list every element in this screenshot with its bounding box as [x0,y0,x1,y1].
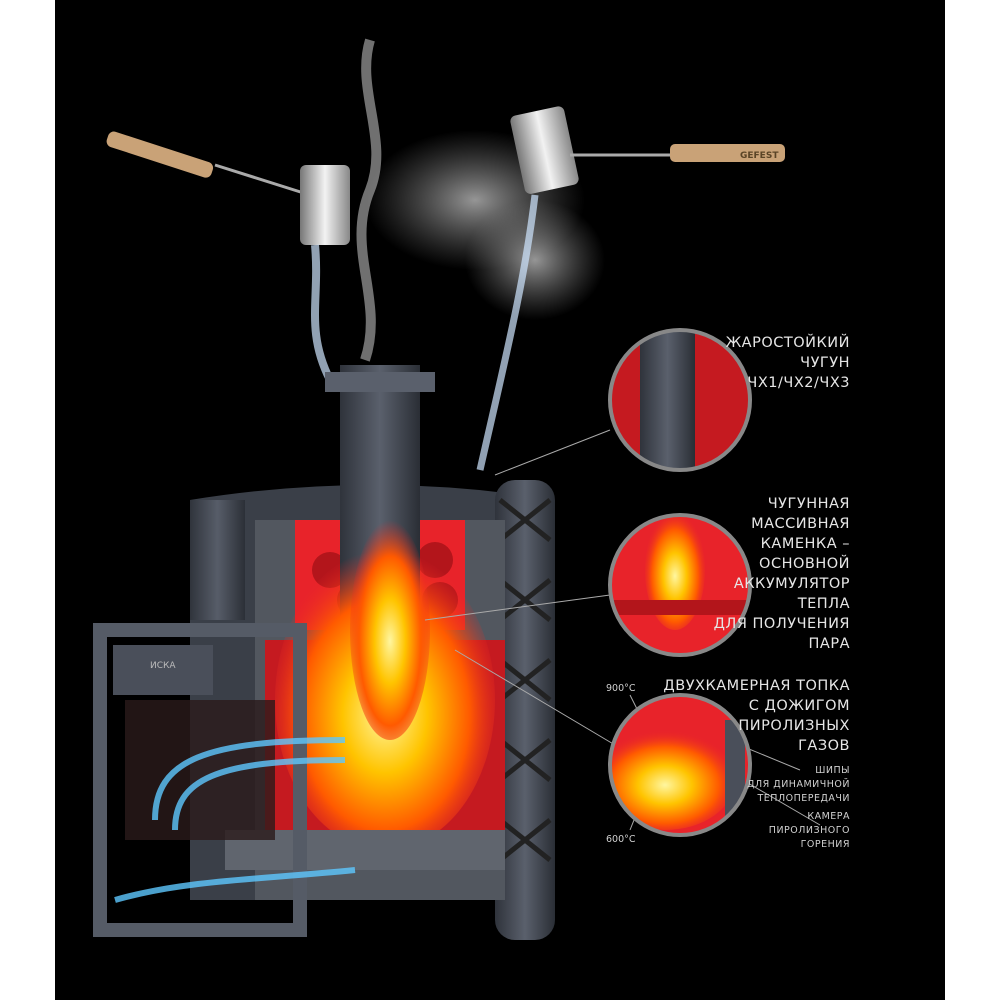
callout-line: для динамичной [747,779,850,790]
callout-stone-chamber: Чугунная массивная каменка – основной ак… [714,494,850,654]
callout-line: пара [808,636,850,652]
callout-line: Двухкамерная топка [663,678,850,694]
subcallout-spikes: Шипы для динамичной теплопередачи [747,764,850,806]
detail-circle-firebox [608,693,752,837]
callout-line: Шипы [815,765,850,776]
callout-line: пиролизного [768,825,850,836]
stove-door: ИСКА [93,623,356,937]
subcallout-pyrolysis-chamber: Камера пиролизного горения [769,810,850,852]
callout-cast-iron: Жаростойкий чугун ЧХ1/ЧХ2/ЧХ3 [726,333,850,393]
callout-line: ЧХ1/ЧХ2/ЧХ3 [747,375,850,391]
detail-circle-cast-iron [608,328,752,472]
airflow-arrows [114,737,356,903]
callout-line: с дожигом [748,698,850,714]
callout-line: для получения [713,616,850,632]
callout-line: чугун [800,355,850,371]
door-badge: ИСКА [150,661,176,671]
callout-line: газов [798,738,850,754]
callout-line: пиролизных [738,718,850,734]
right-ladle: GEFEST [476,106,785,471]
callout-line: Жаростойкий [725,335,850,351]
infographic-canvas: GEFEST ИСКА [55,0,945,1000]
left-ladle [106,131,350,382]
callout-line: горения [800,839,850,850]
callout-line: тепла [797,596,850,612]
callout-line: Камера [807,811,850,822]
stove-body [190,365,555,940]
callout-line: аккумулятор [733,576,850,592]
ladle-brand: GEFEST [740,151,779,161]
detail-circle-stone-chamber [608,513,752,657]
steam-cloud [356,38,605,362]
callout-line: теплопередачи [757,793,850,804]
callout-line: каменка – [760,536,850,552]
callout-line: Чугунная [767,496,850,512]
stove-illustration: GEFEST ИСКА [93,38,821,940]
callout-line: массивная [751,516,850,532]
callout-line: основной [759,556,850,572]
temperature-top: 900°C [606,683,636,694]
temperature-bottom: 600°C [606,834,636,845]
callout-firebox: Двухкамерная топка с дожигом пиролизных … [663,676,850,756]
